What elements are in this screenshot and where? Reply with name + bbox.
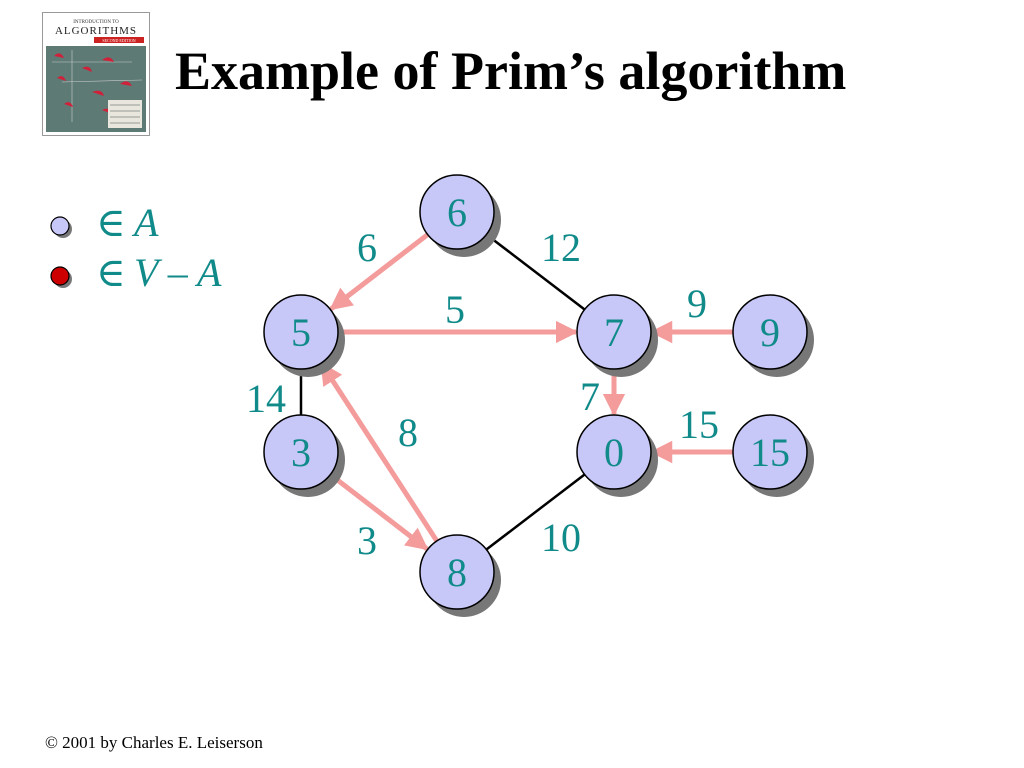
vertex-top: 6 [419, 174, 501, 257]
vertex-label: 7 [604, 310, 624, 355]
edge-weight-bottomleft-bottom: 3 [357, 518, 377, 563]
vertex-zero: 0 [576, 414, 658, 497]
edge-weight-mid-zero: 7 [580, 374, 600, 419]
edge-bottomleft-bottom [328, 472, 429, 551]
book-cover-image: INTRODUCTION TO ALGORITHMS SECOND EDITIO… [42, 12, 150, 136]
cover-top-line: INTRODUCTION TO [73, 20, 119, 25]
mobile-illustration [46, 46, 146, 132]
legend-symbol-v-a: ∈ [96, 250, 126, 295]
legend-set-v-a: V – A [134, 250, 222, 295]
edge-weight-left-bottomleft: 14 [246, 376, 286, 421]
edge-weight-bottom-zero: 10 [541, 515, 581, 560]
cover-title: ALGORITHMS [55, 25, 137, 37]
vertex-label: 5 [291, 310, 311, 355]
legend-swatch-v-a [50, 266, 70, 286]
edge-top-mid [485, 233, 586, 311]
slide-title: Example of Prim’s algorithm [175, 41, 847, 101]
vertex-right2: 15 [732, 414, 814, 497]
edge-weight-top-mid: 12 [541, 225, 581, 270]
vertex-bottom: 8 [419, 534, 501, 617]
edge-bottom-zero [485, 473, 586, 551]
legend-set-a: A [131, 200, 159, 245]
vertex-label: 0 [604, 430, 624, 475]
legend: ∈ A ∈ V – A [50, 200, 222, 295]
vertex-mid: 7 [576, 294, 658, 377]
vertex-bottomleft: 3 [263, 414, 345, 497]
vertex-left: 5 [263, 294, 345, 377]
edge-weight-left-mid: 5 [445, 287, 465, 332]
edge-weight-bottom-left: 8 [398, 410, 418, 455]
edge-bottom-left [319, 361, 439, 543]
vertex-label: 9 [760, 310, 780, 355]
cover-edition: SECOND EDITION [102, 38, 135, 43]
edge-weight-right1-mid: 9 [687, 281, 707, 326]
vertex-label: 8 [447, 550, 467, 595]
edge-top-left [329, 232, 430, 311]
vertex-label: 3 [291, 430, 311, 475]
edge-weight-top-left: 6 [357, 225, 377, 270]
legend-item-not-in-a: ∈ V – A [50, 250, 222, 295]
edge-weight-right2-zero: 15 [679, 402, 719, 447]
vertex-right1: 9 [732, 294, 814, 377]
legend-item-in-a: ∈ A [50, 200, 159, 245]
vertex-label: 6 [447, 190, 467, 235]
legend-symbol-a: ∈ [96, 200, 126, 245]
copyright-footer: © 2001 by Charles E. Leiserson [45, 733, 263, 752]
legend-swatch-a [50, 216, 70, 236]
vertex-label: 15 [750, 430, 790, 475]
